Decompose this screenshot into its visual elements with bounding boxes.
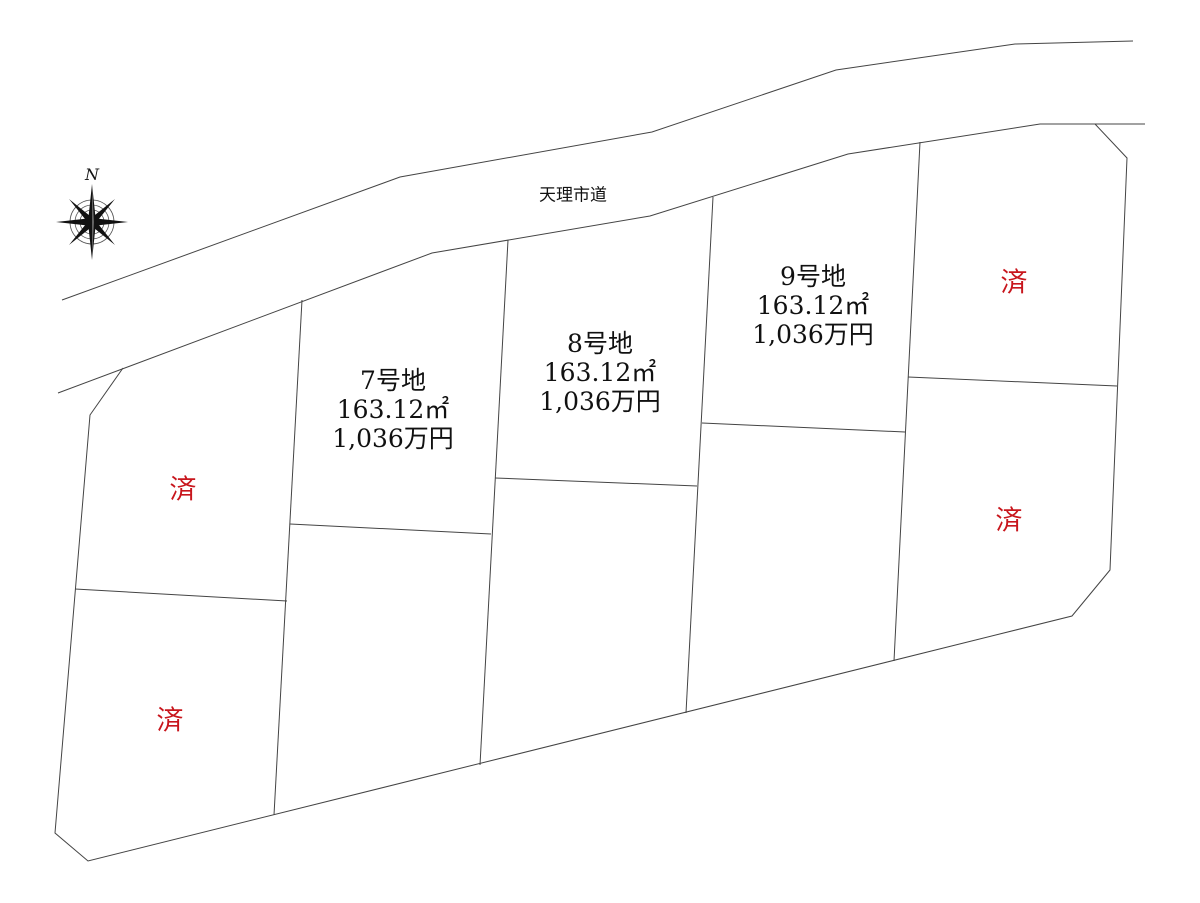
lot-divider bbox=[273, 299, 303, 816]
sold-mark: 済 bbox=[1000, 267, 1028, 299]
road-name: 天理市道 bbox=[539, 185, 607, 206]
sold-mark: 済 bbox=[169, 474, 197, 506]
lot-divider bbox=[701, 422, 906, 433]
lot-divider bbox=[74, 588, 288, 602]
sold-mark: 済 bbox=[995, 505, 1023, 537]
lot-divider bbox=[685, 196, 714, 714]
sold-mark: 済 bbox=[156, 705, 184, 737]
lot-price: 1,036万円 bbox=[752, 320, 874, 349]
compass-rose-icon: N bbox=[56, 165, 128, 260]
compass-north-label: N bbox=[84, 165, 100, 184]
road-lower-edge bbox=[57, 123, 1145, 394]
road-upper-edge bbox=[61, 40, 1134, 301]
lot-divider bbox=[289, 523, 492, 535]
site-boundary bbox=[54, 123, 1128, 862]
lot-7-label: 7号地 163.12㎡ 1,036万円 bbox=[332, 366, 454, 453]
lot-area: 163.12㎡ bbox=[336, 395, 450, 424]
lot-divider bbox=[479, 239, 509, 766]
lot-name: 8号地 bbox=[567, 329, 633, 358]
lot-name: 7号地 bbox=[360, 366, 426, 395]
lot-divider bbox=[907, 376, 1118, 387]
lot-name: 9号地 bbox=[780, 262, 846, 291]
lot-area: 163.12㎡ bbox=[543, 358, 657, 387]
lot-divider bbox=[494, 477, 698, 487]
lot-area: 163.12㎡ bbox=[756, 291, 870, 320]
lot-9-label: 9号地 163.12㎡ 1,036万円 bbox=[752, 262, 874, 349]
lot-divider bbox=[893, 141, 921, 662]
lot-price: 1,036万円 bbox=[539, 387, 661, 416]
lot-price: 1,036万円 bbox=[332, 424, 454, 453]
lot-8-label: 8号地 163.12㎡ 1,036万円 bbox=[539, 329, 661, 416]
